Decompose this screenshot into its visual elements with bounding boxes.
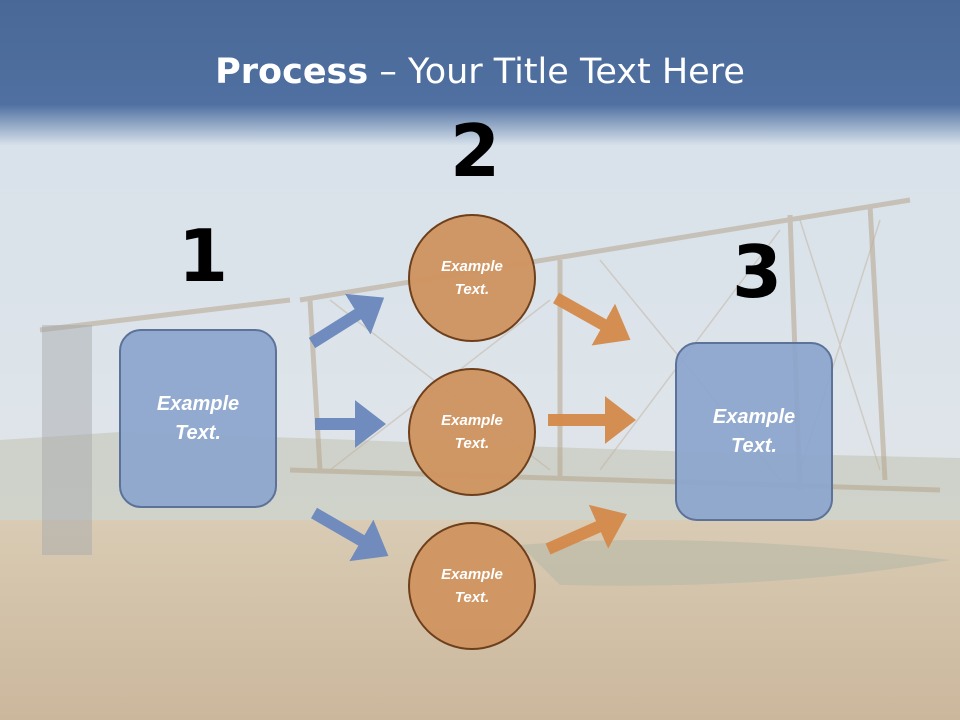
- step-3-line1: Example: [712, 405, 796, 428]
- step-1-line1: Example: [156, 392, 240, 415]
- step-1-line2: Text.: [175, 421, 221, 444]
- title-rest: – Your Title Text Here: [368, 52, 745, 92]
- arrow-box1-to-circle3: [310, 507, 389, 562]
- arrow-box1-to-circle1: [308, 293, 385, 349]
- circle-2-line1: Example: [441, 412, 503, 429]
- step-number-3: 3: [732, 230, 783, 314]
- circle-3-line1: Example: [441, 566, 503, 583]
- circle-1-line2: Text.: [454, 281, 490, 298]
- arrow-circle1-to-box3: [553, 292, 631, 346]
- step-number-2: 2: [450, 109, 501, 193]
- step-3-line2: Text.: [731, 434, 777, 457]
- slide-title: Process – Your Title Text Here: [0, 52, 960, 92]
- arrow-circle3-to-box3: [545, 504, 627, 555]
- circle-1-line1: Example: [441, 258, 503, 275]
- title-bold: Process: [215, 52, 369, 92]
- step-number-1: 1: [178, 214, 229, 298]
- circle-3-line2: Text.: [454, 589, 490, 606]
- circle-2-line2: Text.: [454, 435, 490, 452]
